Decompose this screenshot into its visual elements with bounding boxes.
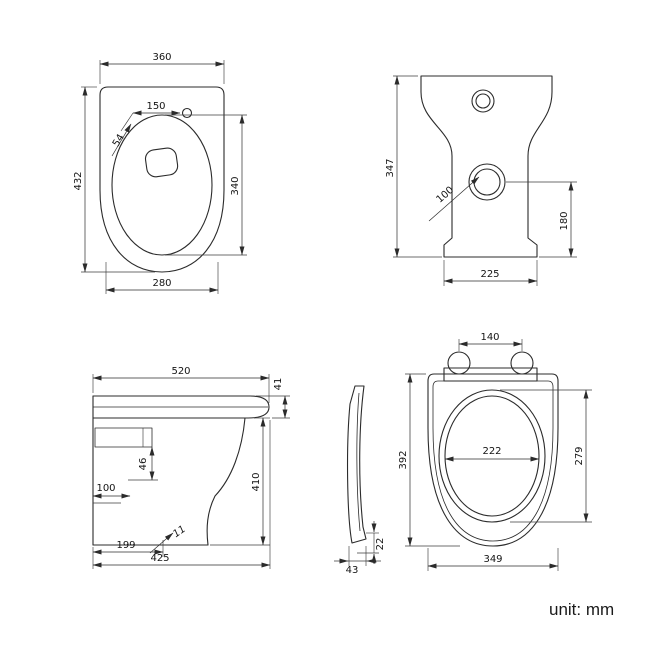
view-rear: 347 180 225 100 <box>385 75 577 286</box>
outlet-inner <box>473 168 501 196</box>
seat-inner-offset <box>432 380 554 542</box>
dim-seat-width: 349 <box>427 548 559 571</box>
dim-label-22: 22 <box>375 538 386 551</box>
dim-label-279: 279 <box>574 446 585 465</box>
dim-rear-outlet-height: 180 <box>506 181 577 258</box>
dim-label-46: 46 <box>138 458 149 471</box>
bowl-profile <box>206 417 246 546</box>
dim-seat-hinge-spacing: 140 <box>458 332 523 351</box>
dim-label-392: 392 <box>398 450 409 469</box>
dim-seat-length: 392 <box>398 373 460 547</box>
dim-top-bowl-width: 280 <box>105 262 219 294</box>
unit-label: unit: mm <box>549 600 615 619</box>
dim-label-225: 225 <box>480 269 499 280</box>
dim-rear-height: 347 <box>385 75 442 258</box>
view-seat: 43 22 140 <box>334 332 592 576</box>
dim-side-lid-thickness: 41 <box>256 378 290 419</box>
dim-label-520: 520 <box>171 366 190 377</box>
dim-side-gap: 11 <box>149 524 188 554</box>
pan-outline-rear <box>420 75 553 258</box>
dim-seat-profile-width: 43 <box>334 546 381 576</box>
flush-outlet-shape <box>144 147 179 178</box>
dim-label-11: 11 <box>171 524 188 540</box>
seat-side-profile-inner-line <box>356 392 361 532</box>
bowl-rim-ellipse <box>111 114 213 256</box>
dim-label-340: 340 <box>230 176 241 195</box>
seat-opening-outer <box>438 389 546 523</box>
seat-opening-inner <box>444 395 540 517</box>
dim-label-180: 180 <box>559 211 570 230</box>
dim-label-347: 347 <box>385 158 396 177</box>
pan-outline-plan <box>99 86 225 273</box>
dim-label-100-rear: 100 <box>435 185 457 206</box>
dim-label-349: 349 <box>483 554 502 565</box>
hinge-circle-right <box>510 351 534 375</box>
hinge-circle-left <box>447 351 471 375</box>
outlet-outer <box>468 163 506 201</box>
dim-side-inlet-offset: 100 <box>92 483 131 504</box>
dim-side-fixing-offset: 46 <box>128 446 158 481</box>
dim-rear-outlet-diameter: 100 <box>428 176 480 222</box>
dim-seat-opening-width: 222 <box>444 446 540 462</box>
lid-profile <box>92 395 270 419</box>
flush-button-inner <box>475 93 491 109</box>
dim-top-bowl-depth: 340 <box>165 114 247 256</box>
dim-rear-base-width: 225 <box>443 260 538 286</box>
dim-label-199: 199 <box>116 540 135 551</box>
dim-label-100-side: 100 <box>96 483 115 494</box>
dim-label-280: 280 <box>152 278 171 289</box>
seat-side-profile <box>346 385 367 544</box>
dim-label-425: 425 <box>150 553 169 564</box>
dim-seat-opening-length: 279 <box>500 389 592 523</box>
dim-top-button-offset: 150 <box>120 101 181 132</box>
dim-label-222: 222 <box>482 446 501 457</box>
button-circle <box>181 107 193 119</box>
view-top-plan: 360 432 340 280 <box>73 52 247 294</box>
dim-seat-profile-thickness: 22 <box>357 521 386 564</box>
dim-top-overall-width: 360 <box>99 52 225 84</box>
dim-label-360: 360 <box>152 52 171 63</box>
dim-label-41: 41 <box>273 378 284 391</box>
dim-top-overall-depth: 432 <box>73 86 155 273</box>
dim-label-432: 432 <box>73 171 84 190</box>
dim-side-overall-depth: 520 <box>92 366 270 403</box>
dim-side-seat-height: 410 <box>210 417 270 546</box>
seat-outline <box>427 373 559 547</box>
dim-label-140: 140 <box>480 332 499 343</box>
dim-top-rim-width: 54 <box>111 123 132 157</box>
view-side: 520 41 410 46 100 <box>92 366 290 569</box>
fixing-bracket <box>94 427 153 448</box>
dim-label-43: 43 <box>346 565 359 576</box>
flush-button-outer <box>471 89 495 113</box>
dim-label-150: 150 <box>146 101 165 112</box>
dim-side-body-depth: 425 <box>92 420 271 569</box>
dim-label-410: 410 <box>251 472 262 491</box>
